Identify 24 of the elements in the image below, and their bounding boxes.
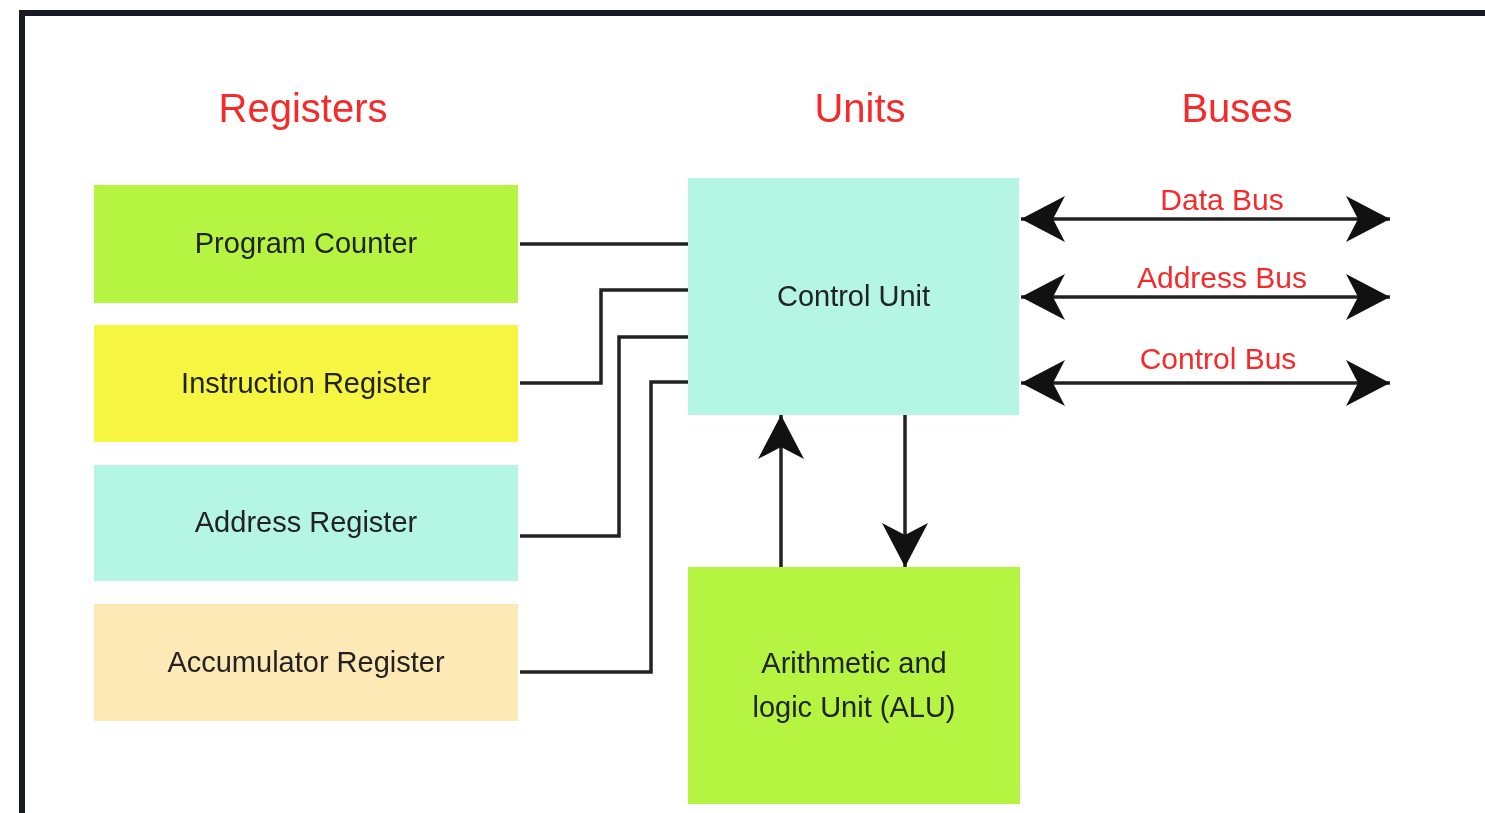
connector-line — [520, 288, 688, 385]
node-label: Accumulator Register — [167, 644, 445, 680]
register-box — [94, 185, 518, 303]
column-heading: Registers — [218, 85, 388, 131]
arrow — [1021, 360, 1390, 406]
unit-box — [688, 567, 1020, 804]
arrow — [1021, 196, 1390, 242]
register-box — [94, 325, 518, 442]
connector-line — [520, 380, 688, 674]
column-heading: Buses — [1181, 85, 1293, 131]
connector-line — [520, 242, 688, 246]
node-label: Address Register — [194, 505, 418, 541]
node-label: Program Counter — [194, 226, 418, 262]
unit-box — [688, 178, 1019, 415]
register-box — [94, 465, 518, 581]
node-label: Instruction Register — [181, 365, 431, 401]
arrow — [882, 415, 928, 567]
register-box — [94, 604, 518, 721]
arrow — [1021, 274, 1390, 320]
node-label: Arithmetic and logic Unit (ALU) — [751, 646, 957, 725]
node-label: Control Unit — [776, 278, 931, 314]
column-heading: Units — [814, 85, 906, 131]
connector-line — [520, 335, 688, 538]
arrow — [758, 415, 804, 567]
